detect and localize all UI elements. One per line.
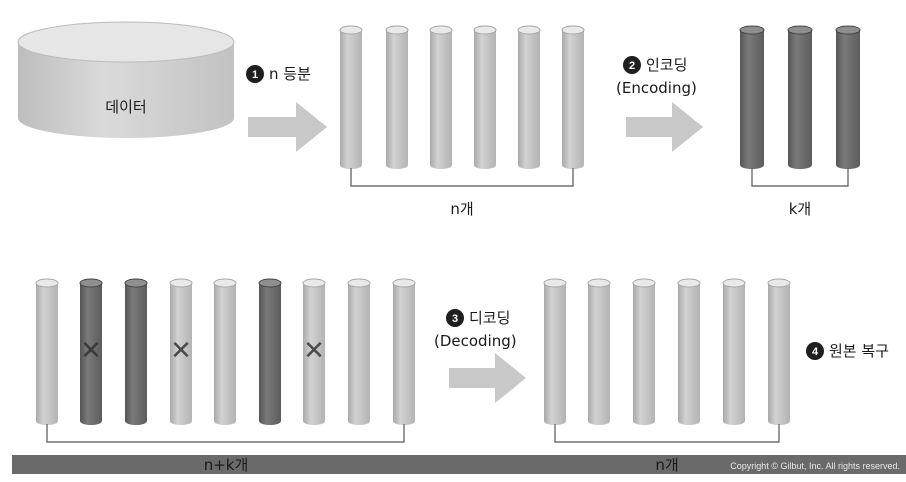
bracket-recovered xyxy=(554,424,780,443)
recovered-column xyxy=(677,278,701,425)
split-column xyxy=(339,25,363,169)
step-2-sublabel: (Encoding) xyxy=(616,79,697,97)
step-1-label-group: 1 n 등분 xyxy=(246,65,311,83)
step-4-label-group: 4 원본 복구 xyxy=(806,342,889,360)
bracket-combined xyxy=(46,424,405,443)
combined-column xyxy=(35,278,59,425)
step-3-label-group: 3 디코딩 (Decoding) xyxy=(434,309,517,350)
recovered-column xyxy=(632,278,656,425)
recovered-column xyxy=(722,278,746,425)
step-4-badge xyxy=(806,342,824,360)
combined-column xyxy=(302,278,326,425)
encoded-column xyxy=(739,25,765,169)
recovered-column xyxy=(767,278,791,425)
step-3-number: 3 xyxy=(452,313,458,325)
combined-column xyxy=(213,278,237,425)
split-count-label: n개 xyxy=(450,200,473,218)
combined-column xyxy=(258,278,282,425)
split-column xyxy=(473,25,497,169)
footer-bar xyxy=(12,455,906,474)
step-1-badge xyxy=(246,65,264,83)
step-1-label: n 등분 xyxy=(269,65,311,83)
combined-column xyxy=(347,278,371,425)
arrow-encoding xyxy=(626,102,703,152)
step-3-label: 디코딩 xyxy=(469,309,510,327)
step-1-number: 1 xyxy=(252,69,258,81)
step-2-label-group: 2 인코딩 (Encoding) xyxy=(616,56,697,97)
combined-column xyxy=(169,278,193,425)
lost-marker-icon: ✕ xyxy=(170,336,192,366)
split-column xyxy=(561,25,585,169)
step-3-sublabel: (Decoding) xyxy=(434,332,517,350)
arrow-decoding xyxy=(449,353,526,403)
bracket-split xyxy=(350,168,574,187)
column-groups: ✕ ✕ ✕ xyxy=(35,25,861,425)
split-column xyxy=(385,25,409,169)
split-column xyxy=(429,25,453,169)
lost-marker-icon: ✕ xyxy=(303,336,325,366)
copyright-text: Copyright © Gilbut, Inc. All rights rese… xyxy=(730,461,900,471)
recovered-column xyxy=(543,278,567,425)
recovered-column xyxy=(587,278,611,425)
step-2-badge xyxy=(623,56,641,74)
arrow-split xyxy=(248,102,327,152)
encoded-column xyxy=(787,25,813,169)
step-4-label: 원본 복구 xyxy=(829,342,889,360)
step-2-label: 인코딩 xyxy=(646,56,687,74)
combined-count-label: n+k개 xyxy=(204,456,249,474)
data-drum: 데이터 xyxy=(17,21,235,138)
step-4-number: 4 xyxy=(812,346,819,358)
step-3-badge xyxy=(446,309,464,327)
step-2-number: 2 xyxy=(629,60,635,72)
split-column xyxy=(517,25,541,169)
encoded-column xyxy=(835,25,861,169)
combined-column xyxy=(124,278,148,425)
combined-column xyxy=(392,278,416,425)
encoded-count-label: k개 xyxy=(789,200,812,218)
data-label: 데이터 xyxy=(105,98,146,116)
bracket-encoded xyxy=(751,168,849,187)
recovered-count-label: n개 xyxy=(655,456,678,474)
combined-column xyxy=(79,278,103,425)
lost-marker-icon: ✕ xyxy=(80,336,102,366)
